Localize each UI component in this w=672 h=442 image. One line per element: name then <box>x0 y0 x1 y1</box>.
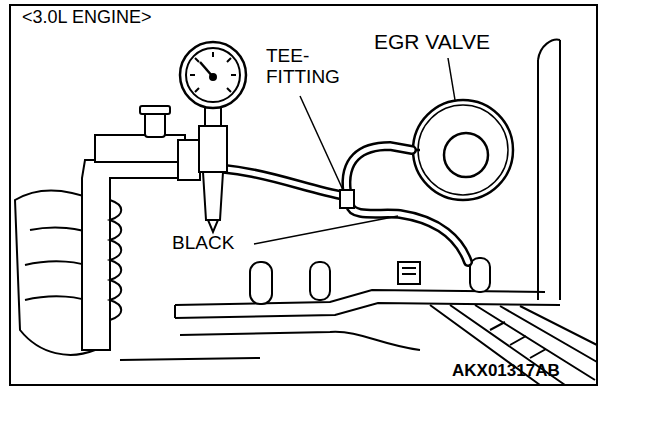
leader-line <box>448 58 455 100</box>
vacuum-pump <box>15 42 246 355</box>
part-label: TEE- FITTING <box>266 46 356 88</box>
frame <box>10 5 597 385</box>
engine-label: <3.0L ENGINE> <box>22 8 151 28</box>
part-label: EGR VALVE <box>374 30 490 53</box>
hose-color-label: BLACK <box>172 233 234 254</box>
leader-line <box>300 96 343 190</box>
egr-valve <box>408 100 513 200</box>
engine-parts <box>120 40 597 385</box>
leader-line <box>254 216 398 244</box>
figure-code: AKX01317AB <box>452 362 560 381</box>
